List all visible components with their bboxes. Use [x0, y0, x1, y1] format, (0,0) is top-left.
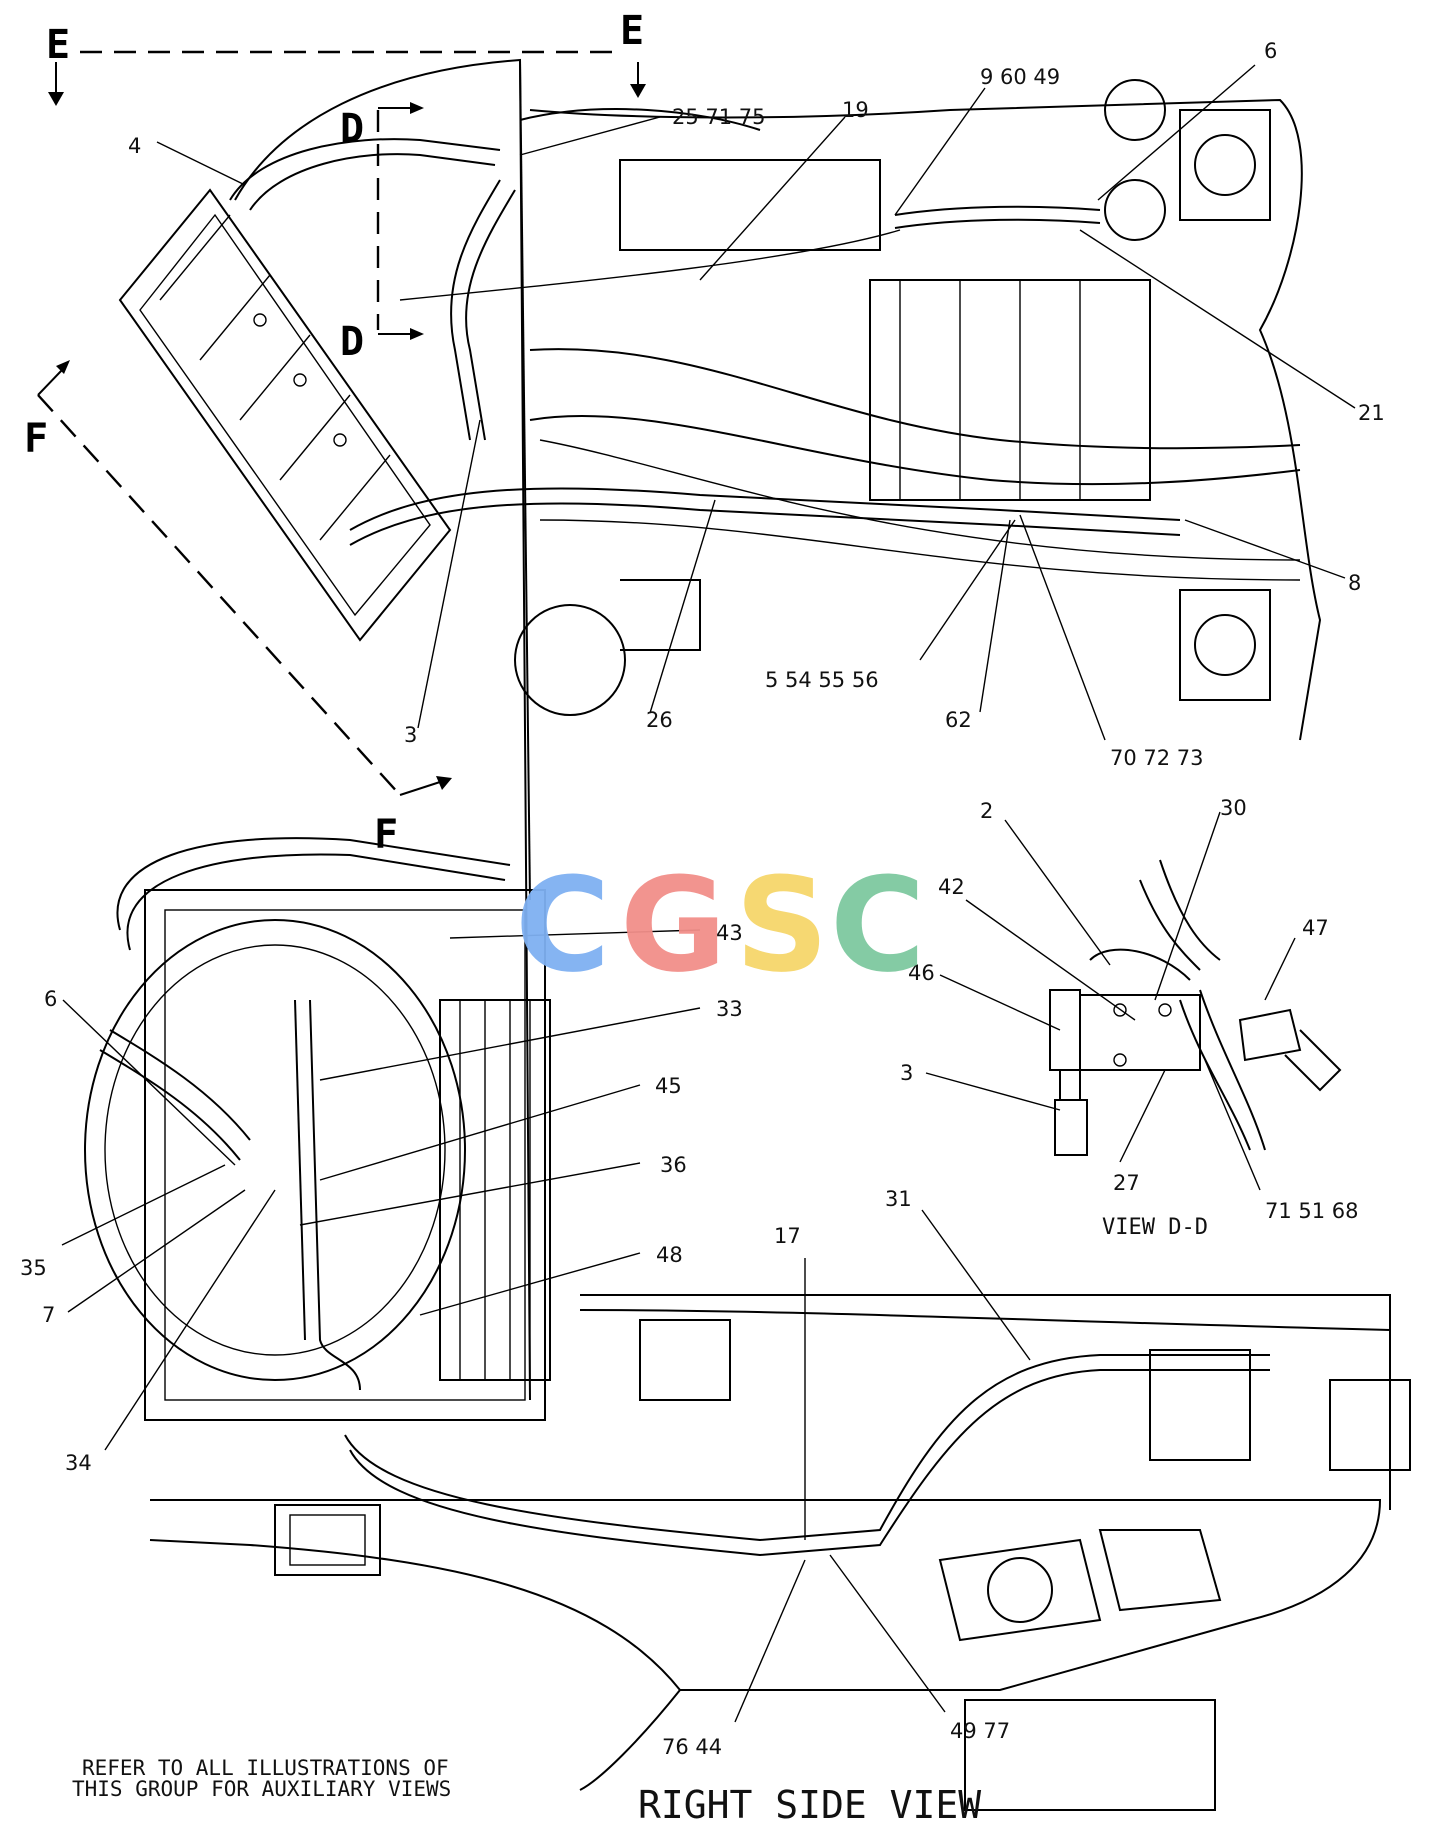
callout-49-77: 49 77 [950, 1719, 1010, 1743]
callout-25-71-75: 25 71 75 [672, 105, 766, 129]
callout-46: 46 [908, 961, 935, 985]
callout-3-top: 3 [404, 723, 417, 747]
callout-33: 33 [716, 997, 743, 1021]
engine-block-top [514, 79, 1271, 716]
section-line-d [376, 102, 424, 340]
section-f-top: F [24, 416, 48, 462]
leader-lines-view-dd [925, 811, 1296, 1191]
callout-7: 7 [42, 1303, 55, 1327]
callout-19: 19 [842, 98, 869, 122]
callout-9-60-49: 9 60 49 [980, 65, 1060, 89]
callout-6-top: 6 [1264, 39, 1277, 63]
watermark-logo: C G S C [515, 849, 925, 1001]
bottom-view-outline [84, 889, 1411, 1811]
main-title: RIGHT SIDE VIEW [638, 1783, 981, 1827]
callout-26: 26 [646, 708, 673, 732]
section-e-right: E [620, 8, 644, 54]
leader-lines-top [156, 64, 1356, 741]
watermark-letter-2: G [620, 849, 727, 1001]
callout-36: 36 [660, 1153, 687, 1177]
watermark-letter-4: C [830, 849, 925, 1001]
callout-76-44: 76 44 [662, 1735, 722, 1759]
view-dd-detail [1049, 859, 1342, 1156]
callout-48: 48 [656, 1243, 683, 1267]
watermark-letter-3: S [735, 849, 829, 1001]
section-line-e [48, 50, 646, 106]
radiator-assembly [118, 188, 452, 642]
section-d-bottom: D [340, 319, 364, 365]
callout-71-51-68: 71 51 68 [1265, 1199, 1359, 1223]
callout-17: 17 [774, 1224, 801, 1248]
callouts-view-dd: 2 30 42 47 46 3 27 71 51 68 VIEW D-D [900, 796, 1359, 1240]
section-f-bottom: F [374, 812, 398, 858]
top-view-outline [234, 58, 1322, 1401]
hose-lines-bottom [99, 837, 1270, 1557]
callout-62: 62 [945, 708, 972, 732]
callout-3-view: 3 [900, 1061, 913, 1085]
callout-43: 43 [716, 921, 743, 945]
callout-34: 34 [65, 1451, 92, 1475]
callout-35: 35 [20, 1256, 47, 1280]
view-dd-caption: VIEW D-D [1102, 1215, 1208, 1240]
callout-6-bottom: 6 [44, 987, 57, 1011]
callouts-top: 4 25 71 75 19 9 60 49 6 21 8 3 26 5 54 5… [128, 39, 1385, 770]
watermark-letter-1: C [515, 849, 610, 1001]
hose-lines-top [229, 138, 1181, 546]
section-letters: E E D D F F [24, 8, 644, 858]
callout-42: 42 [938, 875, 965, 899]
callout-27: 27 [1113, 1171, 1140, 1195]
callout-31: 31 [885, 1187, 912, 1211]
callout-4: 4 [128, 134, 141, 158]
callout-8: 8 [1348, 571, 1361, 595]
callout-45: 45 [655, 1074, 682, 1098]
callout-30: 30 [1220, 796, 1247, 820]
leader-lines-bottom [61, 929, 1031, 1723]
footer: REFER TO ALL ILLUSTRATIONS OF THIS GROUP… [72, 1756, 981, 1827]
note-line-2: THIS GROUP FOR AUXILIARY VIEWS [72, 1777, 451, 1801]
section-e-left: E [46, 22, 70, 68]
note-line-1: REFER TO ALL ILLUSTRATIONS OF [82, 1756, 449, 1780]
section-d-top: D [340, 106, 364, 152]
callout-2: 2 [980, 799, 993, 823]
callout-70-72-73: 70 72 73 [1110, 746, 1204, 770]
callout-47: 47 [1302, 916, 1329, 940]
callouts-bottom: 43 33 6 45 36 35 7 48 34 17 31 76 44 49 … [20, 921, 1010, 1759]
callout-21: 21 [1358, 401, 1385, 425]
callout-54-55-56: 5 54 55 56 [765, 668, 879, 692]
section-line-f [37, 360, 452, 796]
